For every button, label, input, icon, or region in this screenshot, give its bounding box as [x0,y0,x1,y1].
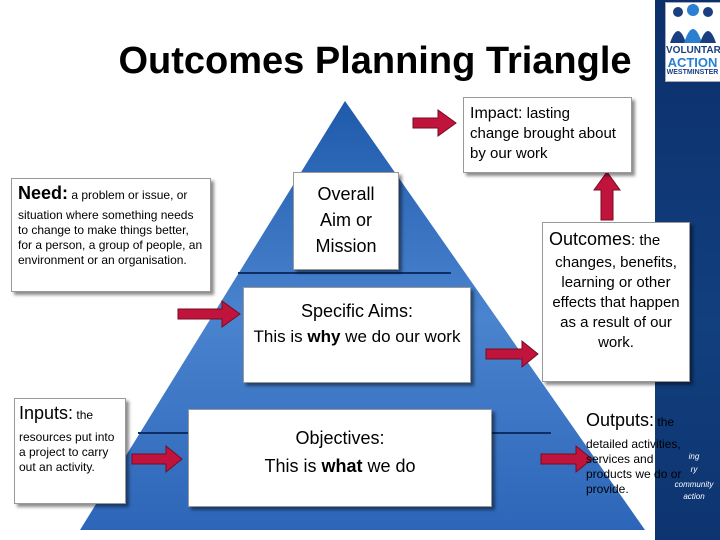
outputs-block: Outputs: the detailed activities, servic… [586,410,698,497]
need-text-2: situation where something needs to chang… [18,208,203,267]
inputs-text-1: the [73,408,94,422]
inputs-heading: Inputs: [19,403,74,423]
aims-strong: why [307,327,341,346]
right-arrow-icon [485,339,539,369]
outputs-text-1: the [654,415,675,429]
specific-aims-box: Specific Aims: This is why we do our wor… [243,287,471,383]
logo [665,2,720,82]
tagline-4: action [683,492,705,501]
aims-pre: This is [253,327,308,346]
impact-box: Impact: lasting change brought about by … [463,97,632,173]
need-heading: Need: [18,183,69,203]
objectives-strong: what [321,456,363,476]
tagline-1: ing [688,452,700,461]
impact-text-2: change brought about by our work [470,125,616,162]
right-arrow-icon [131,444,183,474]
outputs-text-2: detailed activities, services and produc… [586,437,682,496]
objectives-pre: This is [264,456,322,476]
overall-line-3: Mission [315,236,377,256]
outcomes-heading: Outcomes [549,229,632,249]
impact-text-1: lasting [522,105,570,122]
people-icon [670,4,716,43]
up-arrow-icon [593,171,621,221]
objectives-box: Objectives: This is what we do [188,409,492,507]
overall-aim-box: Overall Aim or Mission [293,172,399,270]
logo-line-action: ACTION [667,55,718,70]
overall-line-1: Overall [317,184,375,204]
objectives-heading: Objectives: [295,428,385,448]
overall-line-2a: Aim [319,210,351,230]
right-arrow-icon [412,109,457,137]
need-text-1: a problem or issue, or [68,188,188,202]
logo-line-voluntary: VOLUNTARY [666,45,720,56]
tagline-3: community [674,480,714,489]
right-arrow-icon [540,444,593,474]
need-box: Need: a problem or issue, or situation w… [11,178,211,292]
overall-line-2b: or [350,210,372,230]
right-arrow-icon [177,300,241,328]
page-title: Outcomes Planning Triangle [118,40,632,82]
outcomes-text-1: : the [631,232,661,249]
logo-line-westminster: WESTMINSTER [666,69,719,76]
aims-post: we do our work [340,327,461,346]
inputs-box: Inputs: the resources put into a project… [14,398,126,504]
tagline-2: ry [690,465,698,474]
outcomes-text-2: changes, benefits, learning or other eff… [552,254,680,351]
objectives-post: we do [362,456,416,476]
inputs-text-2: resources put into a project to carry ou… [19,430,115,474]
outcomes-box: Outcomes: the changes, benefits, learnin… [542,222,690,382]
aims-heading: Specific Aims: [300,301,414,321]
impact-heading: Impact: [470,105,523,122]
outputs-heading: Outputs: [586,410,655,430]
